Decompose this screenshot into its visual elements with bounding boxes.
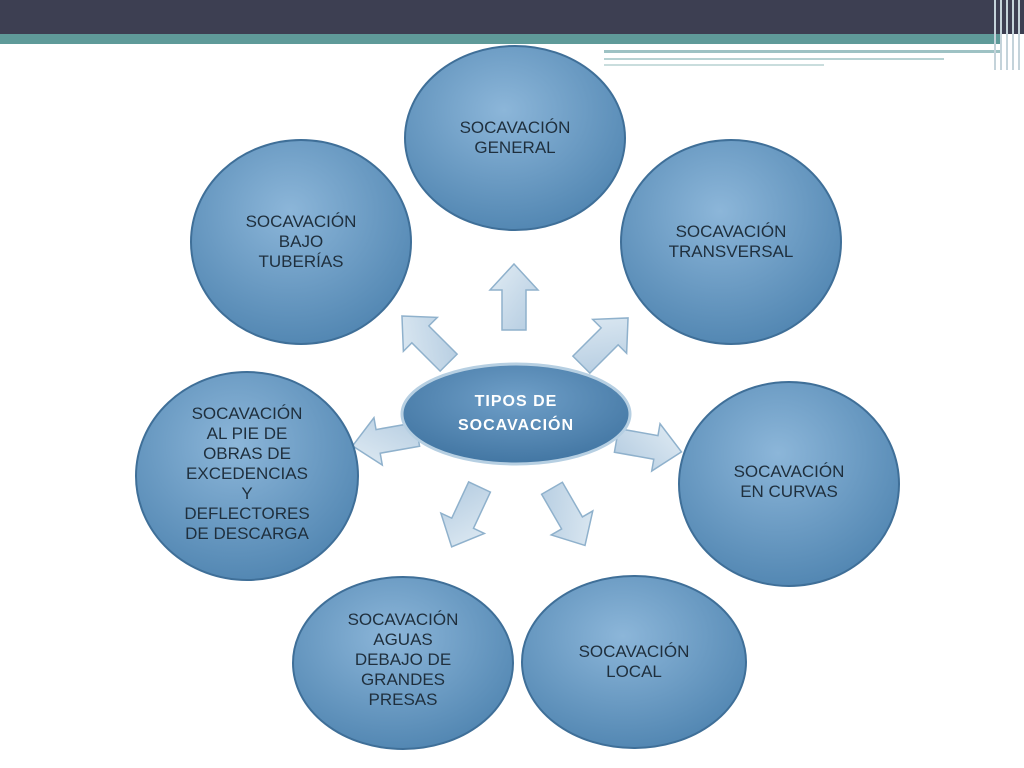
accent-line (604, 50, 1000, 53)
accent-band (0, 34, 1000, 44)
node-label-line: SOCAVACIÓN (459, 118, 571, 137)
node-label-line: DE DESCARGA (185, 524, 309, 543)
node-pie-obras (135, 371, 359, 581)
node-label-line: SOCAVACIÓN (733, 462, 845, 481)
node-label-line: GRANDES (360, 670, 446, 689)
node-label-line: DEFLECTORES (184, 504, 310, 523)
accent-line (604, 64, 824, 66)
node-label-line: SOCAVACIÓN (675, 222, 787, 241)
node-label-line: PRESAS (368, 690, 438, 709)
node-label-line: OBRAS DE (203, 444, 291, 463)
node-label-line: TRANSVERSAL (668, 242, 794, 261)
arrow-to-general (488, 262, 540, 331)
node-tuberias (190, 139, 412, 345)
node-label-line: LOCAL (606, 662, 662, 681)
node-label-line: Y (241, 484, 253, 503)
node-label-line: EN CURVAS (740, 482, 838, 501)
center-label-line: SOCAVACIÓN (457, 417, 575, 434)
node-label-line: AL PIE DE (206, 424, 288, 443)
node-label-line: SOCAVACIÓN (347, 610, 459, 629)
arrow-to-local (540, 481, 594, 547)
node-label-line: EXCEDENCIAS (186, 464, 308, 483)
node-label-line: BAJO (278, 232, 324, 251)
arrow-to-presas (439, 480, 492, 548)
node-local (521, 575, 747, 749)
center-node (400, 362, 632, 466)
center-label-line: TIPOS DE (474, 393, 558, 410)
node-label-line: GENERAL (474, 138, 556, 157)
node-presas (292, 576, 514, 750)
accent-line (604, 58, 944, 60)
arrow-to-tuberias (401, 315, 459, 373)
node-transversal (620, 139, 842, 345)
node-label-line: DEBAJO DE (354, 650, 452, 669)
node-curvas (678, 381, 900, 587)
node-label-line: SOCAVACIÓN (191, 404, 303, 423)
center-label: TIPOS DE SOCAVACIÓN (458, 390, 574, 438)
node-general (404, 45, 626, 231)
arrow-to-transversal (571, 317, 629, 375)
node-label-line: SOCAVACIÓN (245, 212, 357, 231)
corner-stripes (990, 0, 1024, 70)
title-bar (0, 0, 1024, 34)
arrow-to-curvas (613, 421, 683, 473)
node-label-line: TUBERÍAS (258, 252, 344, 271)
node-label-line: AGUAS (373, 630, 433, 649)
node-label-line: SOCAVACIÓN (578, 642, 690, 661)
